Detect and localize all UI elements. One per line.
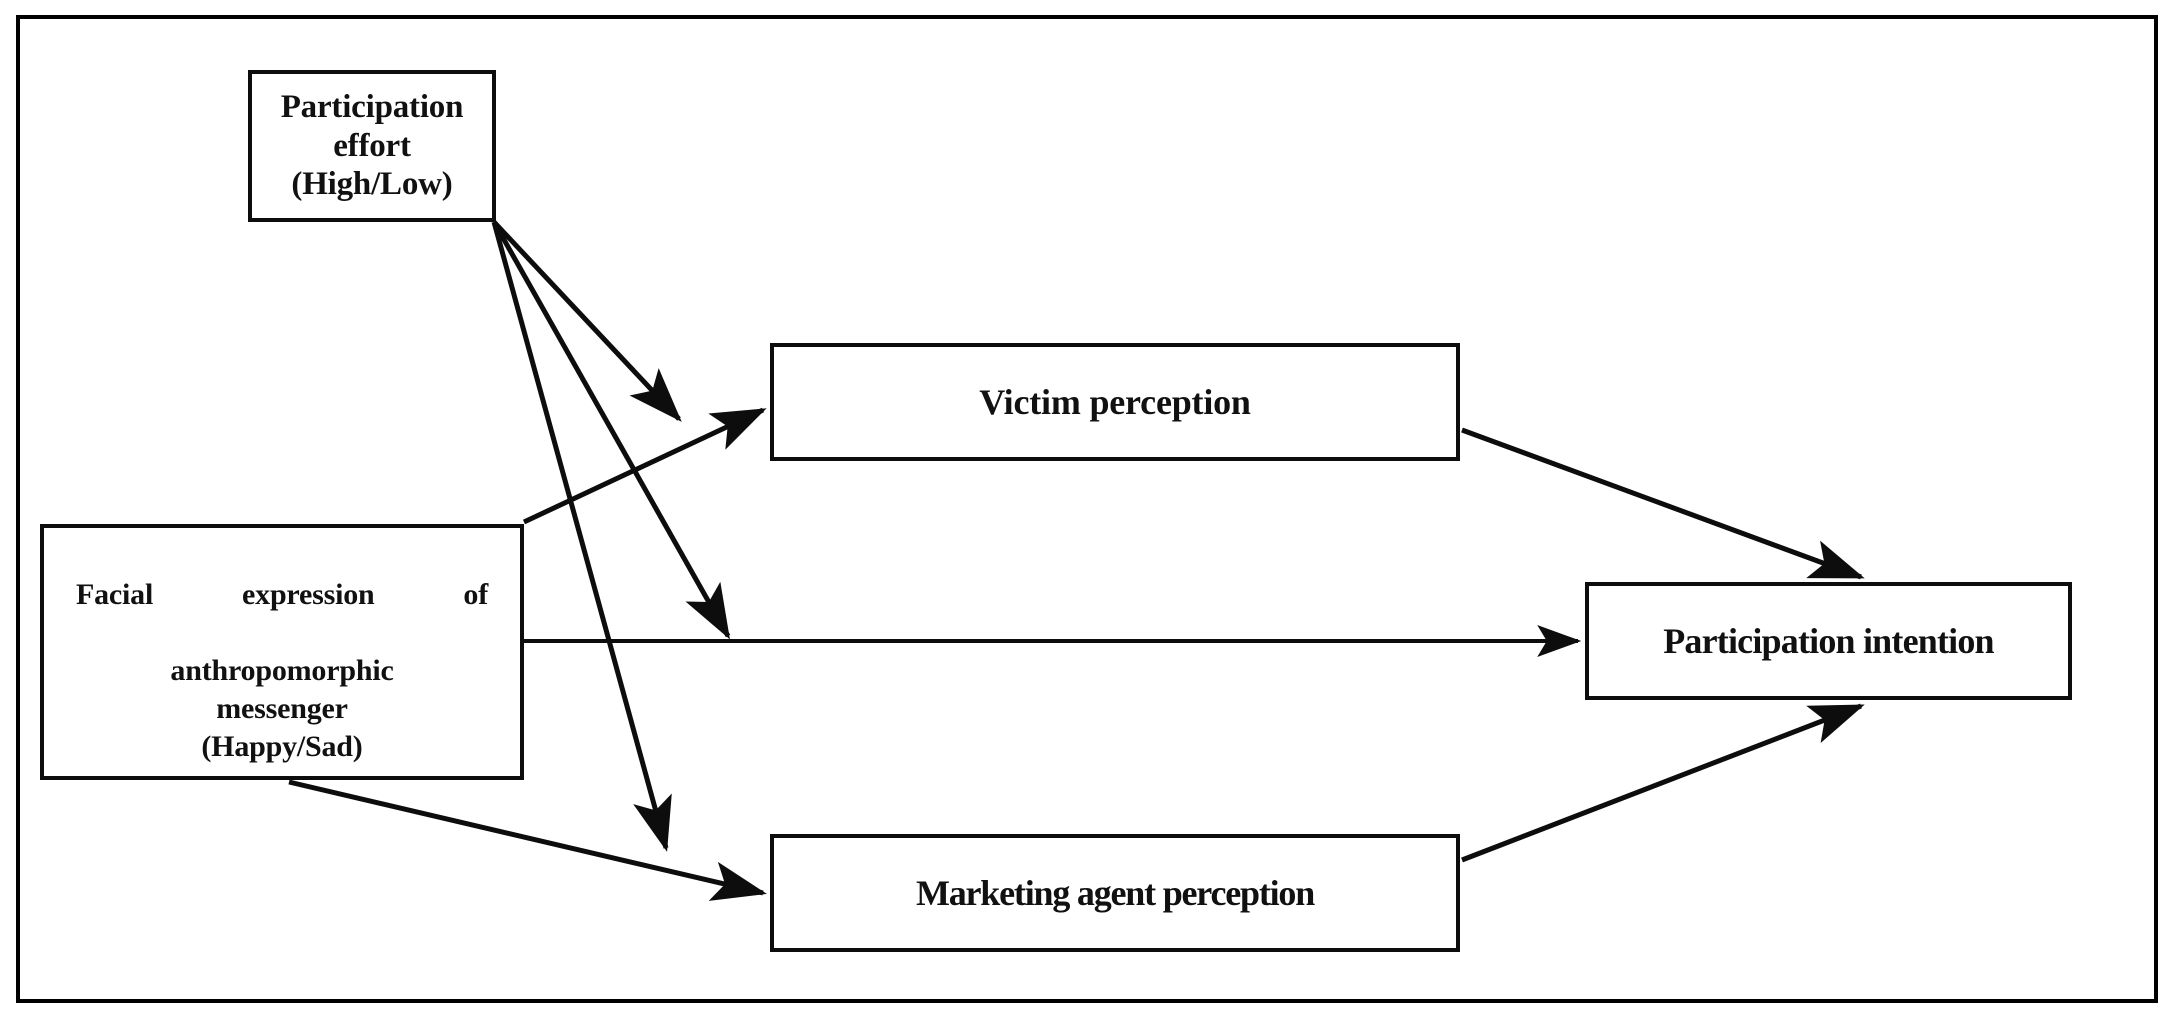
node-participation-effort: Participation effort (High/Low)	[248, 70, 496, 222]
node-participation-effort-label: Participation effort (High/Low)	[280, 88, 464, 203]
node-marketing-agent-perception-label: Marketing agent perception	[915, 872, 1315, 913]
node-facial-expression: Facial expression of anthropomorphic mes…	[40, 524, 524, 780]
edge-facial-expression-to-marketing-agent-perception	[288, 779, 767, 901]
node-marketing-agent-perception: Marketing agent perception	[770, 834, 1460, 952]
node-facial-expression-line-4: (Happy/Sad)	[201, 729, 363, 763]
edge-moderator-on-marketing-agent-path	[491, 221, 672, 852]
node-participation-intention-label: Participation intention	[1663, 620, 1994, 661]
edge-moderator-on-direct-path	[491, 220, 731, 640]
node-facial-expression-label: Facial expression of anthropomorphic mes…	[44, 539, 520, 766]
edge-marketing-agent-perception-to-participation-intention	[1461, 703, 1865, 863]
edge-moderator-on-victim-path	[492, 220, 682, 422]
node-victim-perception-label: Victim perception	[979, 381, 1251, 422]
edge-victim-perception-to-participation-intention	[1461, 427, 1865, 580]
node-facial-expression-line-1: Facial expression of	[76, 578, 488, 612]
node-participation-intention: Participation intention	[1585, 582, 2072, 700]
edge-facial-expression-to-victim-perception	[522, 407, 767, 525]
node-facial-expression-line-3: messenger	[216, 691, 348, 725]
node-victim-perception: Victim perception	[770, 343, 1460, 461]
node-facial-expression-line-2: anthropomorphic	[170, 654, 394, 687]
